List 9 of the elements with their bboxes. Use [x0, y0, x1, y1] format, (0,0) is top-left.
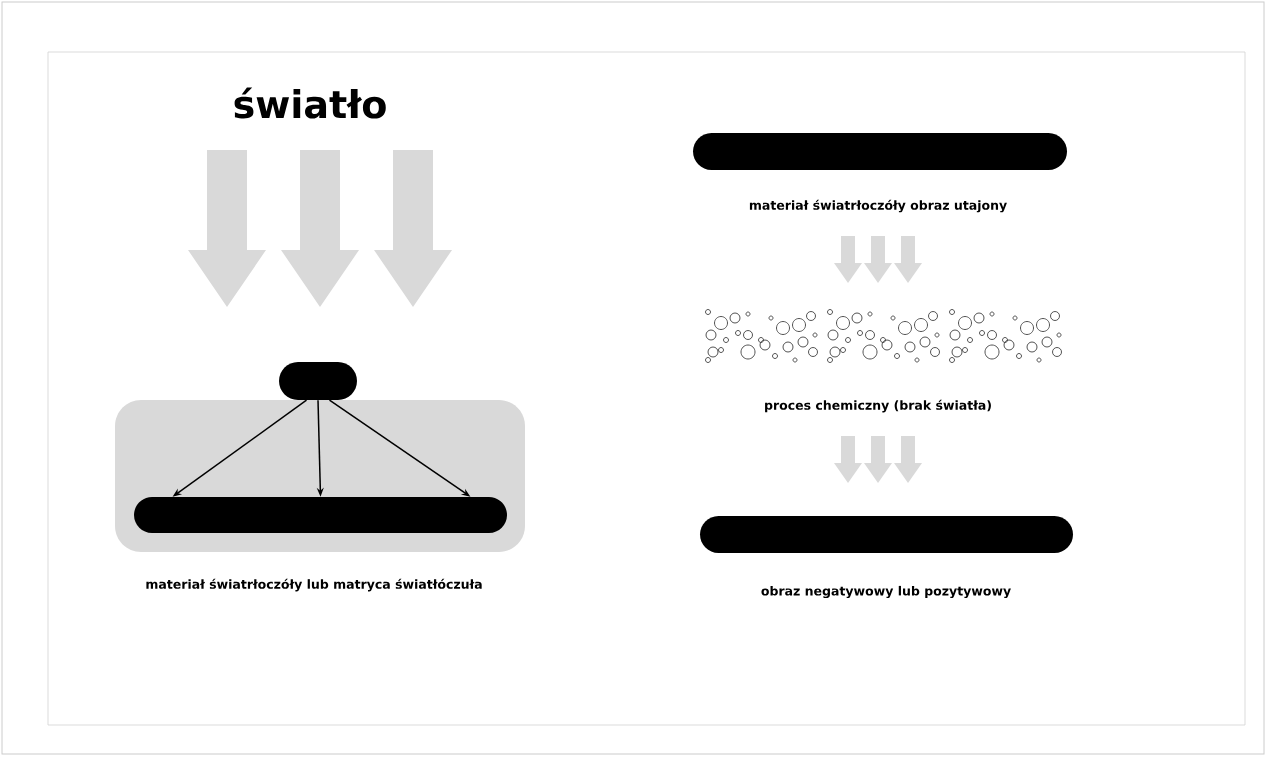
- node-label: materiał światrłoczóły lub matryca światłóczuła: [146, 578, 482, 592]
- node-label: proces chemiczny (brak światła): [765, 399, 991, 413]
- heading: światło: [234, 87, 386, 119]
- bar: [134, 497, 507, 533]
- arrow: [834, 436, 922, 483]
- node-label: materiał światrłoczóły obraz utajony: [749, 199, 1007, 213]
- node-label: obraz negatywowy lub pozytywowy: [761, 585, 1011, 599]
- bar: [279, 362, 357, 400]
- arrow: [834, 236, 922, 283]
